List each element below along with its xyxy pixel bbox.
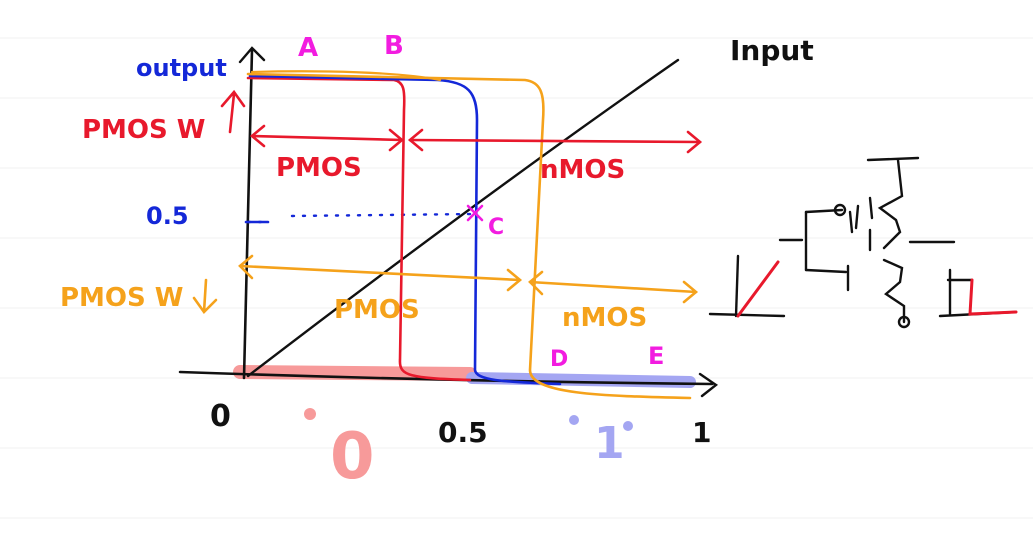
y-axis-arrowhead	[238, 46, 266, 64]
input-axis-label: Input	[730, 34, 814, 67]
x-tick-zero: 0	[210, 399, 231, 434]
label-e: E	[648, 342, 664, 370]
output-waveform-step	[968, 278, 1018, 316]
orange-pmos-label: PMOS	[334, 295, 420, 325]
input-diagonal-line	[246, 58, 680, 378]
logic-one-dot-left	[569, 415, 579, 425]
x-tick-one: 1	[692, 416, 711, 449]
label-b: B	[384, 31, 404, 61]
red-pmos-region-arrow	[249, 124, 405, 152]
pmos-w-down-label: PMOS W	[60, 283, 184, 313]
logic-zero-highlight	[233, 365, 477, 381]
half-level-label: 0.5	[146, 202, 189, 230]
red-nmos-region-arrow	[407, 128, 703, 154]
orange-nmos-region-arrow	[528, 270, 699, 304]
logic-zero-label: 0	[330, 420, 375, 494]
orange-transfer-curve	[246, 72, 692, 400]
point-c-mark	[466, 204, 484, 222]
logic-one-highlight	[466, 372, 696, 388]
label-a: A	[298, 33, 318, 63]
red-nmos-label: nMOS	[540, 155, 625, 185]
blue-transfer-curve	[248, 74, 562, 386]
red-transfer-curve	[246, 76, 472, 382]
point-c-label: C	[488, 215, 504, 240]
logic-one-label: 1	[594, 418, 625, 469]
logic-zero-dot	[304, 408, 316, 420]
orange-nmos-label: nMOS	[562, 303, 647, 333]
pmos-w-decrease-arrow	[192, 278, 218, 315]
x-tick-half: 0.5	[438, 416, 488, 449]
pmos-w-up-label: PMOS W	[82, 115, 206, 145]
output-axis-label: output	[136, 54, 227, 82]
red-pmos-label: PMOS	[276, 153, 362, 183]
inverter-schematic	[778, 156, 956, 329]
output-waveform-sketch	[938, 268, 1018, 318]
input-waveform-ramp	[736, 260, 780, 318]
logic-one-dot-right	[623, 421, 633, 431]
half-level-guide	[246, 212, 474, 224]
label-d: D	[550, 347, 568, 372]
pmos-w-increase-arrow	[220, 89, 246, 134]
y-axis	[242, 48, 254, 380]
orange-top-rim	[250, 70, 442, 82]
x-axis-arrowhead	[698, 372, 719, 398]
input-waveform-sketch	[708, 254, 786, 318]
orange-pmos-region-arrow	[238, 254, 523, 292]
